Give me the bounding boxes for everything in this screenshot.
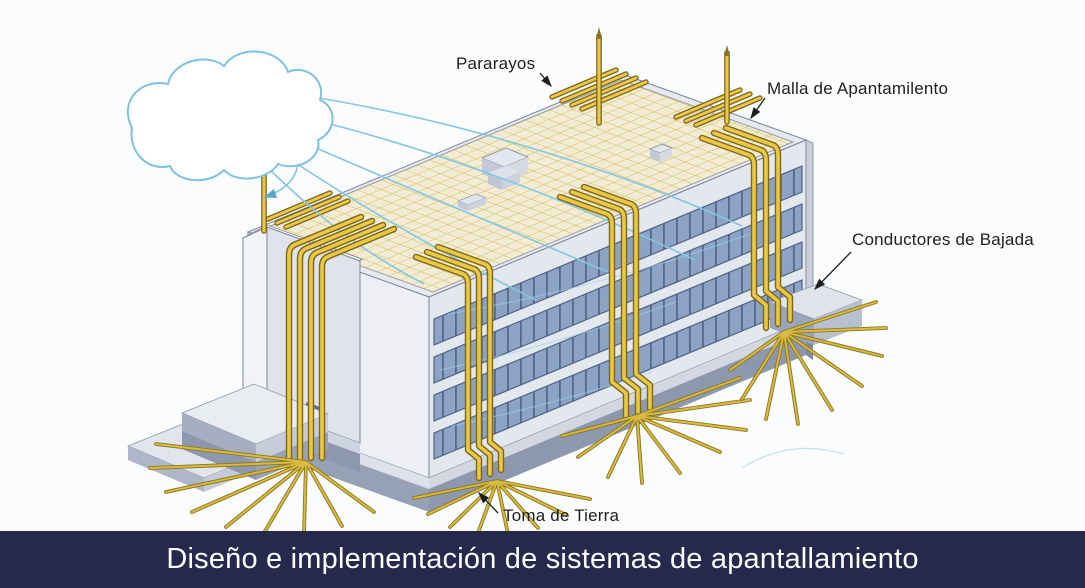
label-leader-lines — [478, 72, 852, 514]
leader-toma — [478, 492, 499, 514]
roof-shielding-mesh — [259, 79, 795, 293]
leader-conductores — [814, 251, 852, 290]
window-ribbons — [433, 165, 803, 460]
leader-pararayos — [539, 72, 552, 87]
storm-cloud-icon — [126, 50, 334, 182]
label-toma-de-tierra: Toma de Tierra — [503, 506, 620, 525]
footer-title: Diseño e implementación de sistemas de a… — [166, 543, 919, 575]
label-malla-de-apantallamiento: Malla de Apantamilento — [767, 79, 949, 98]
label-conductores-de-bajada: Conductores de Bajada — [852, 230, 1034, 249]
label-pararayos: Pararayos — [456, 54, 536, 73]
footer-title-bar: Diseño e implementación de sistemas de a… — [0, 531, 1085, 588]
rod-tip — [596, 27, 602, 39]
leader-malla — [750, 97, 766, 120]
streamer-arrow — [263, 162, 299, 199]
rod-tip — [724, 45, 730, 56]
